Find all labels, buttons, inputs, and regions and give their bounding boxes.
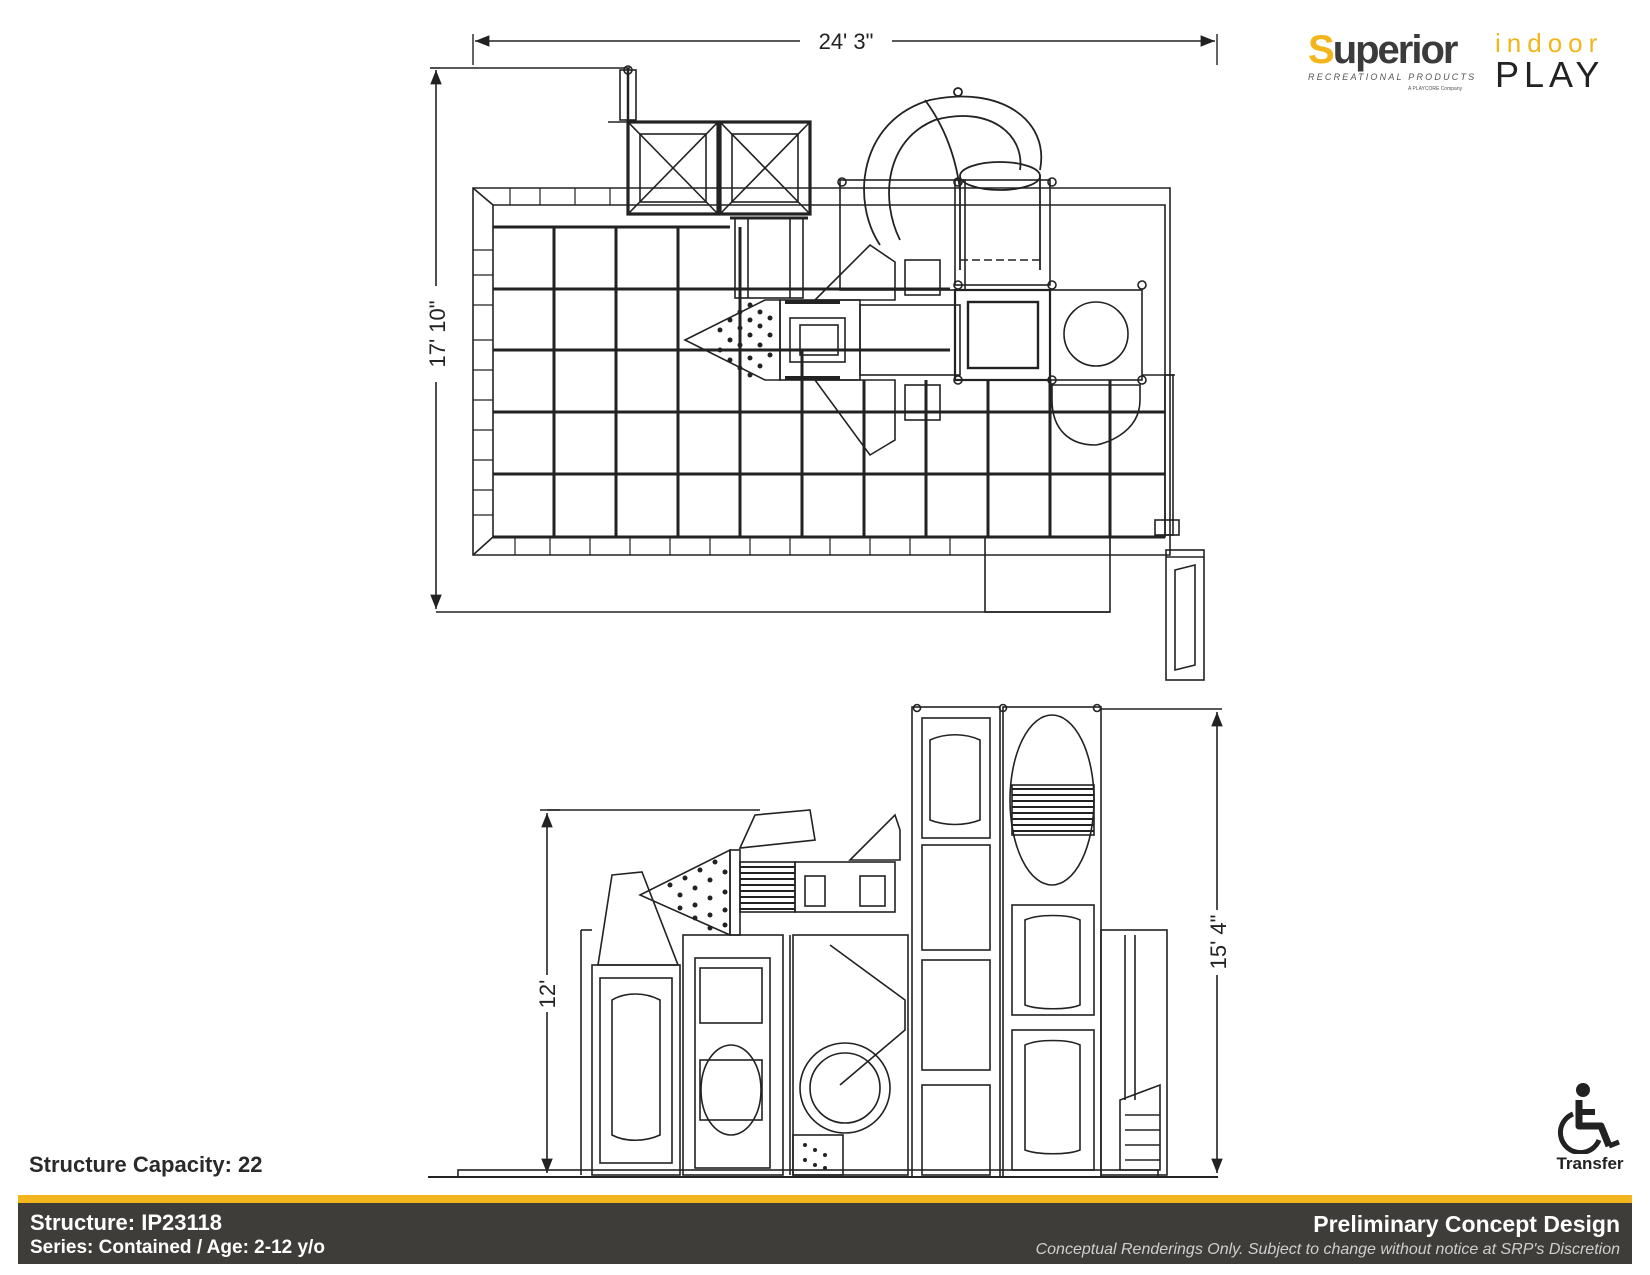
height-dimension-right — [1100, 708, 1223, 1173]
design-status: Preliminary Concept Design — [1313, 1211, 1620, 1237]
width-dimension — [472, 34, 1218, 65]
brand-parent: A PLAYCORE Company — [1408, 86, 1463, 92]
accessibility-badge: Transfer — [1540, 1082, 1640, 1192]
floor-platform — [472, 187, 1171, 556]
spiral-slide-plan — [863, 87, 1043, 270]
brand-logo: Superior RECREATIONAL PRODUCTS A PLAYCOR… — [1300, 28, 1640, 98]
width-dimension-label: 24' 3" — [819, 29, 874, 54]
brand-tagline: RECREATIONAL PRODUCTS — [1308, 72, 1477, 82]
overall-height-label: 15' 4" — [1206, 915, 1231, 970]
height-dimension-left — [540, 809, 760, 1173]
deck-height-label: 12' — [535, 980, 560, 1009]
tower-decks-plan — [837, 177, 1175, 536]
elevation-view — [428, 703, 1223, 1178]
depth-dimension — [430, 67, 1110, 613]
tube-slide-elev — [792, 934, 909, 1176]
crawl-tube-plan — [730, 216, 808, 299]
brand-name: Superior — [1308, 28, 1459, 72]
left-tower-elev — [580, 871, 681, 1176]
structure-id: Structure: IP23118 — [30, 1210, 222, 1235]
accessibility-label: Transfer — [1556, 1154, 1624, 1173]
tall-tower-elev — [911, 703, 1001, 1178]
mid-tower-elev — [682, 934, 791, 1176]
right-tower-elev — [998, 703, 1102, 1178]
product-line-bottom: PLAY — [1495, 54, 1605, 95]
rocket-elev — [638, 809, 901, 937]
disclaimer: Conceptual Renderings Only. Subject to c… — [1035, 1241, 1620, 1258]
rocket-plan — [683, 243, 961, 457]
footer-bar: Structure: IP23118 Series: Contained / A… — [18, 1203, 1632, 1264]
structure-capacity: Structure Capacity: 22 — [29, 1152, 263, 1177]
product-line-top: indoor — [1495, 28, 1604, 58]
footer-accent-stripe — [18, 1195, 1632, 1203]
series-age: Series: Contained / Age: 2-12 y/o — [30, 1237, 325, 1258]
step-side-elev — [1100, 929, 1168, 1176]
plan-view — [430, 34, 1218, 681]
entry-panels-plan — [984, 519, 1205, 681]
deck-grid — [493, 225, 1165, 539]
wheelchair-icon — [1557, 1083, 1620, 1154]
roof-panels — [608, 65, 812, 216]
depth-dimension-label: 17' 10" — [425, 300, 450, 367]
brand-name-rest: uperior — [1332, 28, 1459, 72]
